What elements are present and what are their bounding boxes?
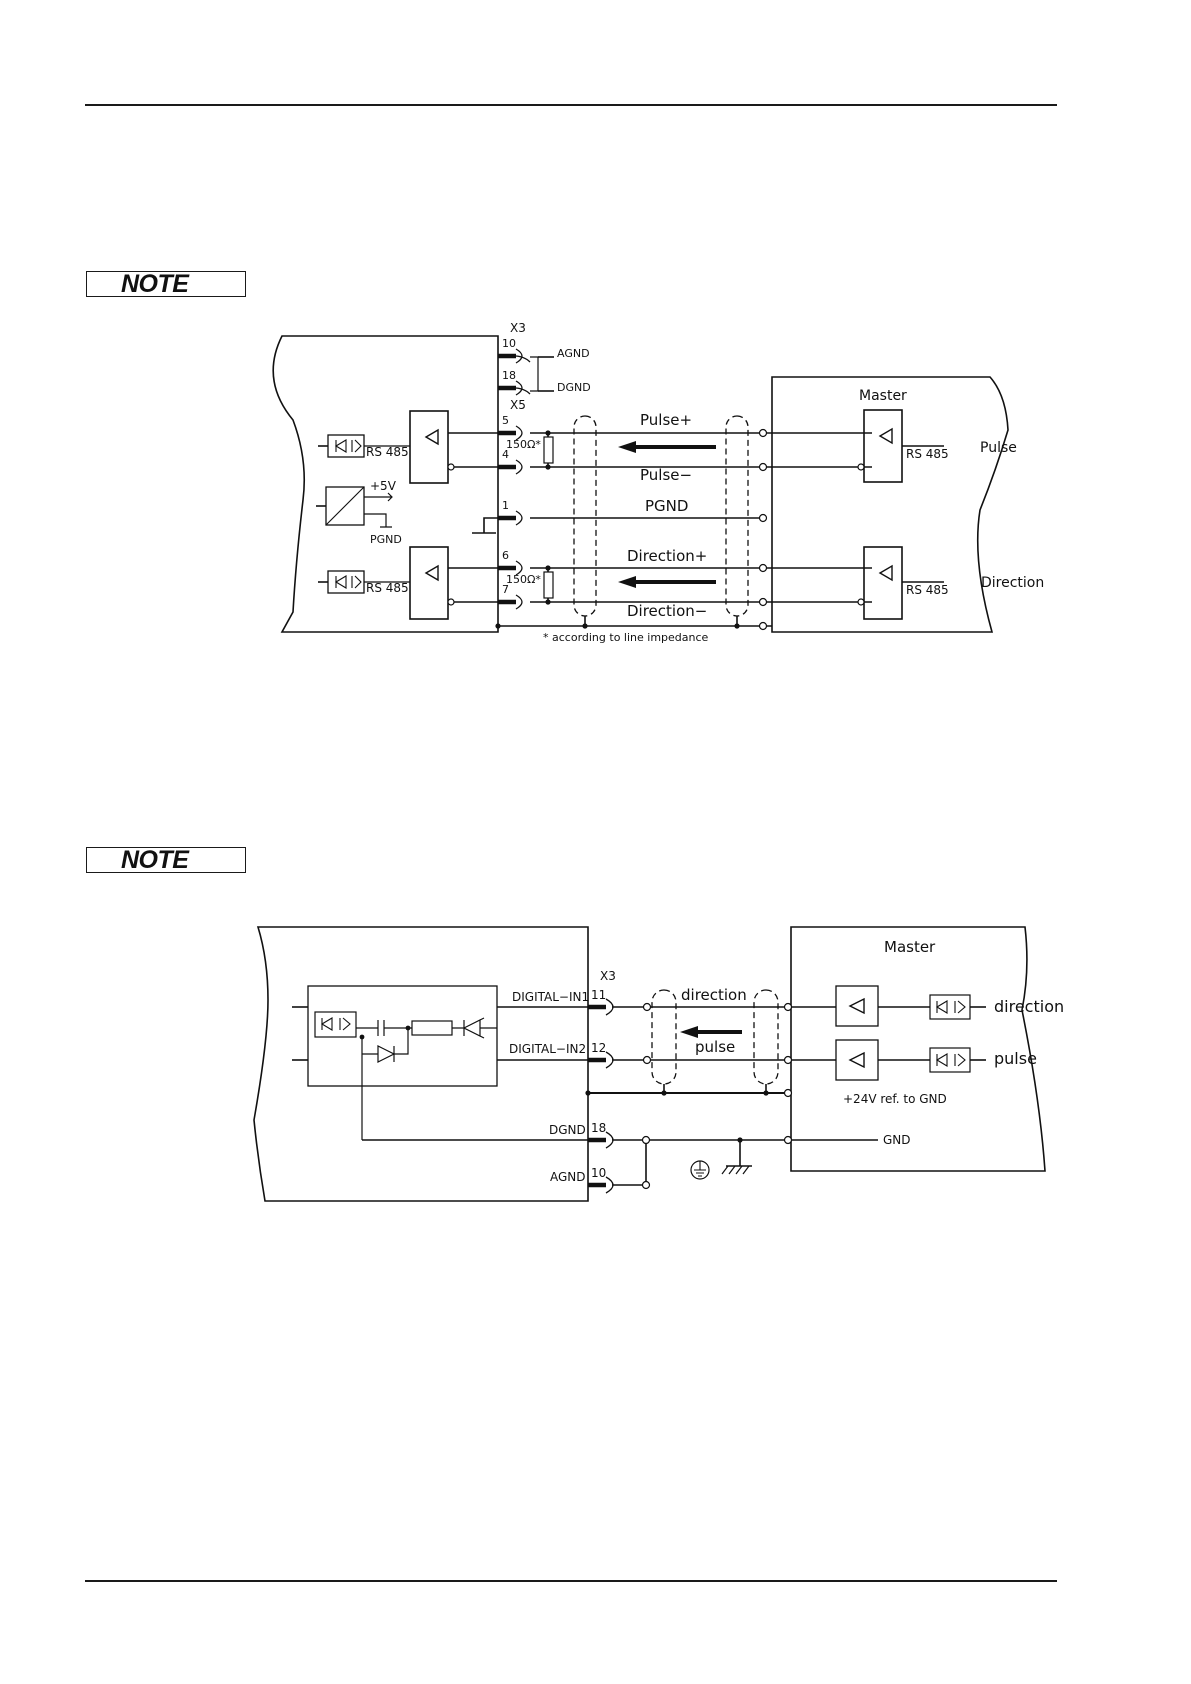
note-label-1: NOTE [121, 270, 188, 299]
direction-plus-label: Direction+ [627, 547, 707, 565]
rs485-left-bottom-label: RS 485 [366, 581, 409, 595]
pin-18-label-2: 18 [591, 1121, 606, 1135]
pgnd-small-label: PGND [370, 533, 402, 546]
pin-11-label: 11 [591, 988, 606, 1002]
note-box-2: NOTE [86, 847, 246, 873]
agnd-label-2: AGND [550, 1170, 586, 1184]
pin-10-label: 10 [502, 337, 516, 350]
note-box-1: NOTE [86, 271, 246, 297]
direction-cable-label: direction [681, 986, 747, 1004]
pgnd-label: PGND [645, 497, 688, 515]
footnote-label: * according to line impedance [543, 631, 709, 644]
pin-12-label: 12 [591, 1041, 606, 1055]
footer-rule [85, 1580, 1057, 1582]
rs485-pulse-direction-wiring-diagram: X3 10 18 AGND DGND X5 5 4 1 6 7 150Ω* 15… [255, 318, 1045, 648]
x5-label: X5 [510, 398, 526, 412]
digital-in2-label: DIGITAL−IN2 [509, 1042, 586, 1056]
header-rule [85, 104, 1057, 106]
rs485-left-top-label: RS 485 [366, 445, 409, 459]
dgnd-label: DGND [557, 381, 591, 394]
pulse-side-label: Pulse [980, 440, 1017, 456]
pin-18-label: 18 [502, 369, 516, 382]
gnd-label: GND [883, 1133, 911, 1147]
resistor-bottom-label: 150Ω* [506, 573, 541, 586]
rs485-right-top-label: RS 485 [906, 447, 949, 461]
plus5v-label: +5V [370, 479, 397, 493]
rs485-right-bottom-label: RS 485 [906, 583, 949, 597]
agnd-label: AGND [557, 347, 590, 360]
pulse-side-label-2: pulse [994, 1049, 1037, 1068]
pulse-cable-label: pulse [695, 1038, 735, 1056]
24v-pulse-direction-wiring-diagram: X3 DIGITAL−IN1 DIGITAL−IN2 DGND AGND 11 … [248, 915, 1068, 1205]
direction-side-label: Direction [981, 575, 1044, 591]
pin-6-label: 6 [502, 549, 509, 562]
pin-1-label: 1 [502, 499, 509, 512]
direction-side-label-2: direction [994, 997, 1064, 1016]
x3-label-2: X3 [600, 969, 616, 983]
ref-24v-label: +24V ref. to GND [843, 1092, 947, 1106]
dgnd-label-2: DGND [549, 1123, 586, 1137]
direction-minus-label: Direction− [627, 602, 707, 620]
master-label-2: Master [884, 938, 936, 956]
pin-5-label: 5 [502, 414, 509, 427]
pulse-plus-label: Pulse+ [640, 411, 692, 429]
note-label-2: NOTE [121, 846, 188, 875]
pulse-minus-label: Pulse− [640, 466, 692, 484]
digital-in1-label: DIGITAL−IN1 [512, 990, 589, 1004]
x3-label: X3 [510, 321, 526, 335]
resistor-top-label: 150Ω* [506, 438, 541, 451]
master-label: Master [859, 388, 907, 404]
pin-10-label-2: 10 [591, 1166, 606, 1180]
